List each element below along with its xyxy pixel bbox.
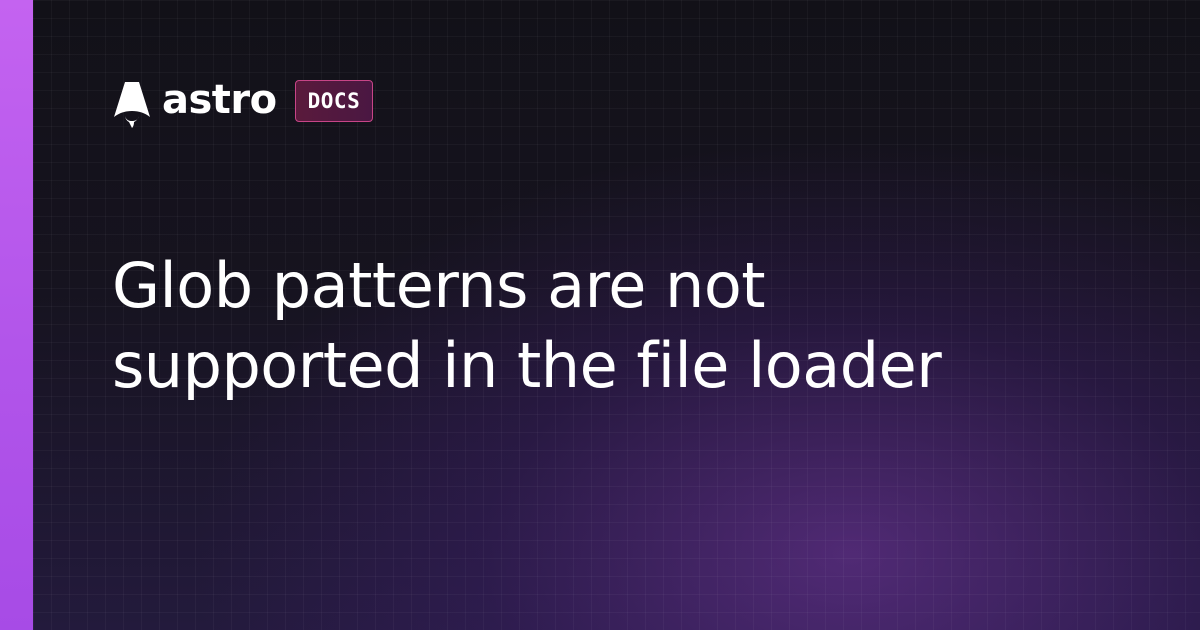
astro-wordmark: astro <box>162 77 277 123</box>
brand-header: astro DOCS <box>112 77 374 128</box>
astro-rocket-icon <box>114 82 150 128</box>
accent-stripe <box>0 0 33 630</box>
background <box>33 0 1200 630</box>
grid-pattern <box>33 0 1200 630</box>
page-title: Glob patterns are not supported in the f… <box>112 249 942 402</box>
docs-badge: DOCS <box>294 80 374 122</box>
